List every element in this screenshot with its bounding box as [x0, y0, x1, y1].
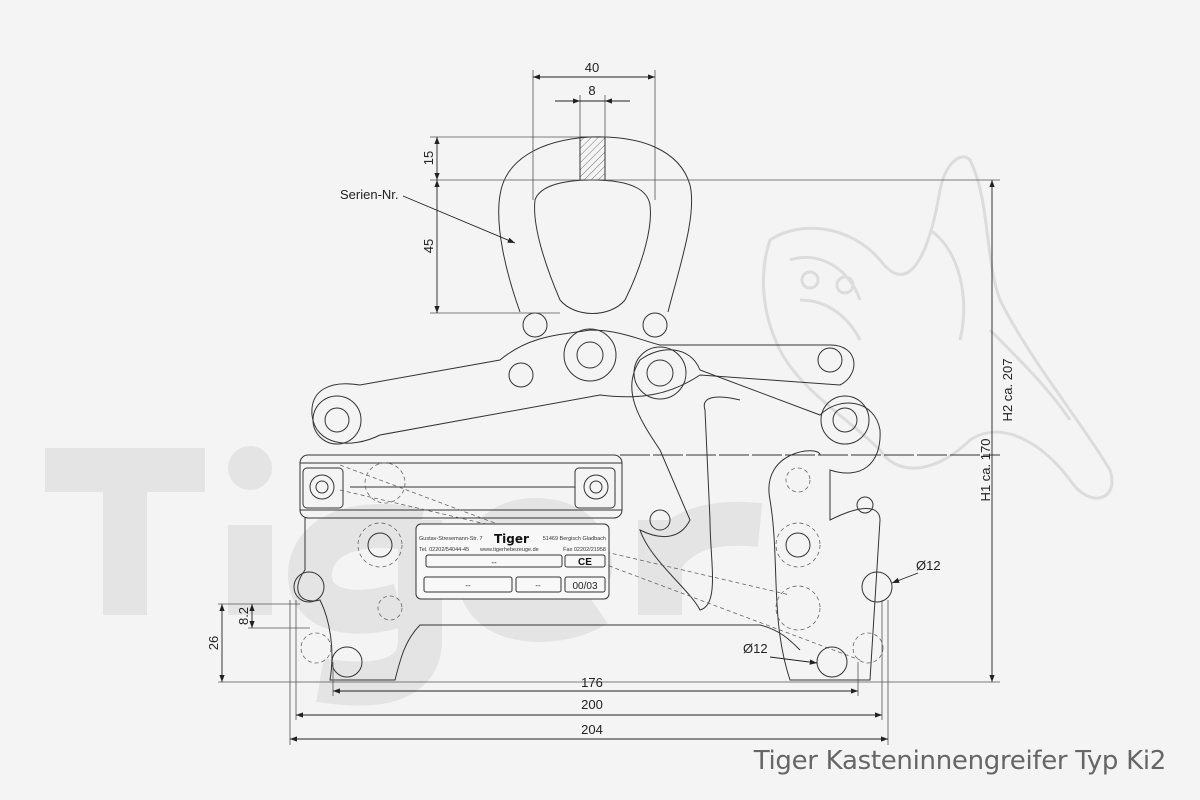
nameplate-city: 51469 Bergisch Gladbach [543, 536, 606, 542]
nameplate-web: www.tigerhebezeuge.de [479, 547, 539, 553]
nameplate-year: 00/03 [572, 581, 597, 592]
dim-15-label: 15 [421, 151, 436, 165]
nameplate-brand: Tiger [494, 532, 529, 546]
ce-mark: CE [578, 557, 592, 568]
shackle [498, 136, 693, 314]
dim-176-label: 176 [581, 675, 603, 690]
serial-number-label: Serien-Nr. [340, 187, 399, 202]
tiger-watermark-icon [762, 155, 1114, 500]
h2-label: H2 ca. 207 [1000, 359, 1015, 422]
tiger-watermark-logo [45, 446, 763, 706]
nameplate-phone: Tel. 02202/54044-45 [419, 547, 469, 553]
dim-26-label: 26 [206, 636, 221, 650]
dim-45-label: 45 [421, 239, 436, 253]
nameplate-field-3: -- [535, 581, 541, 590]
hatched-section [579, 136, 606, 181]
dimensions: 40 8 15 45 Serien-Nr. H1 ca. 170 H2 ca. … [206, 60, 1015, 745]
h1-label: H1 ca. 170 [978, 439, 993, 502]
drawing-title: Tiger Kasteninnengreifer Typ Ki2 [753, 746, 1167, 776]
dim-40-label: 40 [585, 60, 599, 75]
mechanism [293, 312, 1000, 681]
nameplate-field-1: -- [491, 558, 497, 567]
diameter-bottom-label: Ø12 [743, 641, 768, 656]
nameplate-street: Gustav-Stresemann-Str. 7 [419, 536, 483, 542]
diameter-right-label: Ø12 [916, 558, 941, 573]
nameplate: Gustav-Stresemann-Str. 7 Tiger 51469 Ber… [415, 523, 610, 600]
nameplate-field-2: -- [465, 581, 471, 590]
dim-8-label: 8 [588, 83, 595, 98]
dim-204-label: 204 [581, 722, 603, 737]
dim-8-2-label: 8.2 [236, 607, 251, 625]
nameplate-fax: Fax 02202/21958 [563, 547, 606, 553]
dim-200-label: 200 [581, 697, 603, 712]
